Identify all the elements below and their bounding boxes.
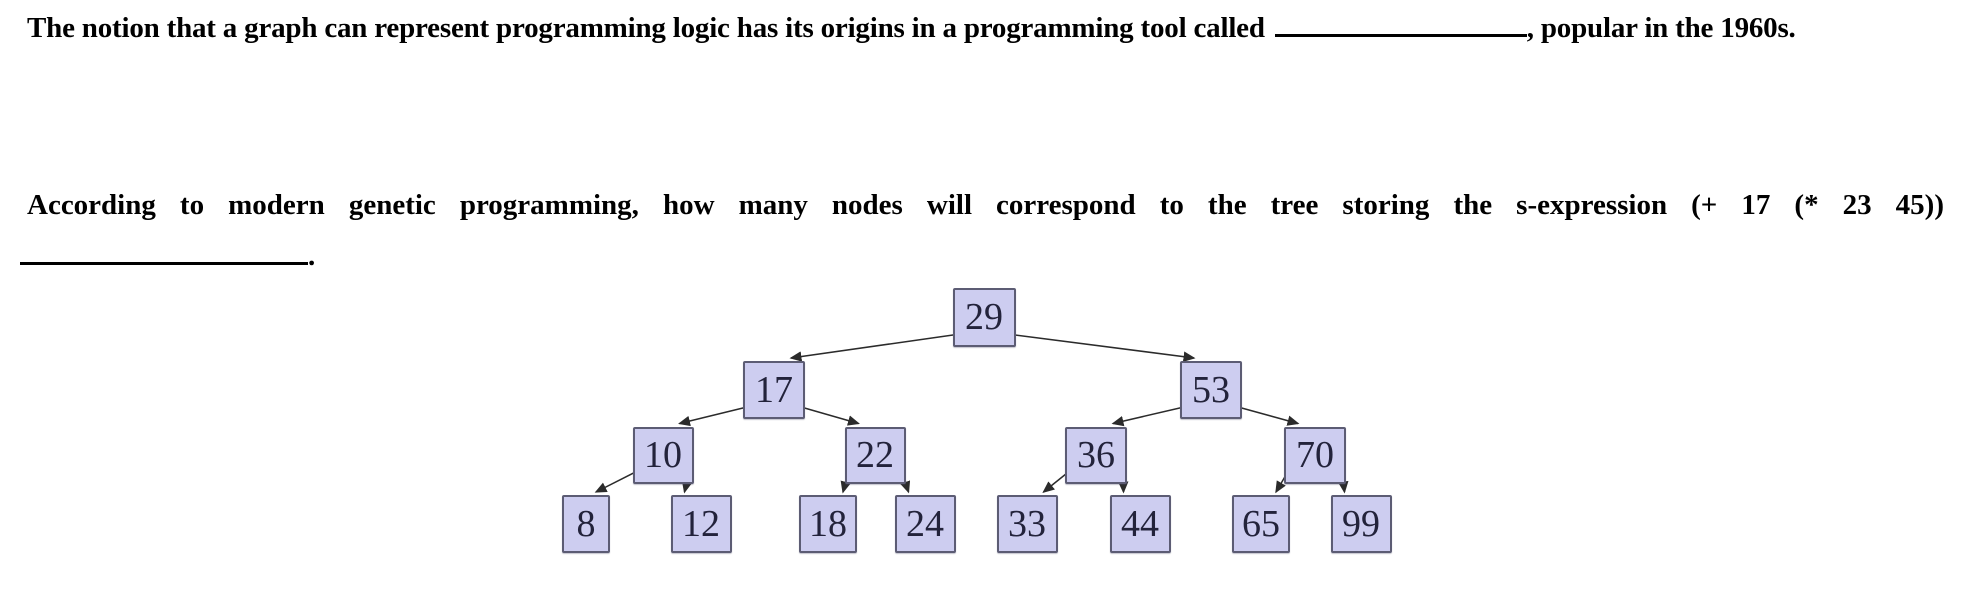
tree-node-value: 18 [809,503,847,545]
question-2-answer-line: . [20,238,315,273]
tree-node-value: 36 [1077,434,1115,476]
tree-node-12: 12 [670,495,732,553]
question-2-text: According to modern genetic programming,… [27,189,1944,221]
tree-node-33: 33 [996,495,1058,553]
tree-node-10: 10 [632,426,694,484]
tree-node-18: 18 [799,495,857,553]
tree-node-99: 99 [1330,495,1392,553]
tree-node-value: 22 [856,434,894,476]
question-2-period: . [308,240,316,272]
tree-node-value: 65 [1242,503,1280,545]
question-2-answer-blank[interactable] [20,238,308,265]
tree-node-44: 44 [1109,495,1171,553]
tree-node-value: 33 [1008,503,1046,545]
question-2: According to modern genetic programming,… [27,188,1944,222]
tree-node-value: 17 [755,369,793,411]
tree-edge-17-10 [678,406,748,427]
tree-node-22: 22 [844,426,906,484]
tree-node-value: 99 [1342,503,1380,545]
tree-node-29: 29 [952,287,1016,347]
question-1-text-after: , popular in the 1960s. [1526,12,1796,44]
tree-node-value: 70 [1296,434,1334,476]
tree-edge-29-53 [1011,333,1196,362]
tree-node-53: 53 [1180,361,1242,419]
tree-node-36: 36 [1065,426,1127,484]
tree-node-17: 17 [743,361,805,419]
tree-node-value: 10 [644,434,682,476]
question-1-answer-blank[interactable] [1274,10,1527,37]
tree-edge-53-70 [1237,406,1300,426]
tree-node-value: 53 [1192,369,1230,411]
question-1-text: The notion that a graph can represent pr… [27,12,1265,44]
tree-node-8: 8 [562,495,610,553]
tree-node-value: 24 [906,503,944,545]
tree-node-65: 65 [1232,495,1290,553]
tree-edge-10-8 [594,470,637,493]
tree-edge-29-17 [789,333,957,362]
tree-node-value: 12 [682,503,720,545]
tree-node-value: 44 [1121,503,1159,545]
tree-node-70: 70 [1284,426,1346,484]
tree-edge-53-36 [1111,406,1185,427]
tree-node-value: 8 [576,503,596,545]
tree-node-24: 24 [894,495,956,553]
tree-edge-17-22 [800,406,860,426]
question-1: The notion that a graph can represent pr… [27,10,1796,45]
tree-node-value: 29 [965,296,1003,338]
